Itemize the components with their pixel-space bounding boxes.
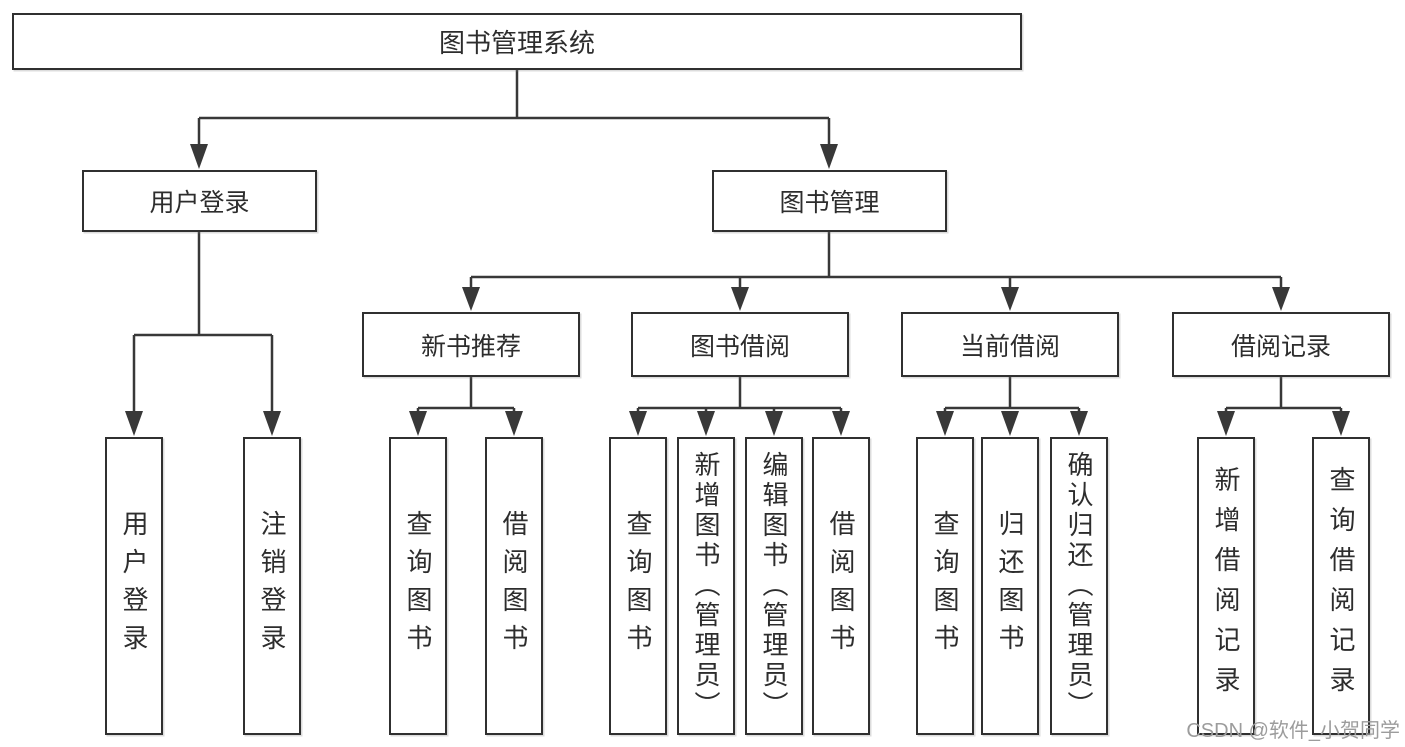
- leaf-label: 用户登录: [119, 510, 149, 662]
- arrow-down-icon: [505, 411, 523, 436]
- leaf-label: 查询图书: [403, 510, 433, 662]
- arrow-down-icon: [765, 411, 783, 436]
- connector-book-management-branch: [462, 232, 1290, 311]
- arrow-down-icon: [409, 411, 427, 436]
- arrow-down-icon: [1001, 411, 1019, 436]
- leaf-label: 查询借阅记录: [1326, 466, 1356, 706]
- node-user-login: 用户登录: [82, 170, 317, 232]
- connector-borrow-records-branch: [1217, 377, 1350, 436]
- leaf-user-login: 用户登录: [105, 437, 163, 735]
- arrow-down-icon: [820, 144, 838, 169]
- node-book-management: 图书管理: [712, 170, 947, 232]
- arrow-down-icon: [462, 287, 480, 311]
- arrow-down-icon: [1272, 287, 1290, 311]
- connector-current-borrow-branch: [936, 377, 1088, 436]
- leaf-label: 归还图书: [995, 510, 1025, 662]
- leaf-confirm-return-admin: 确认归还（管理员）: [1050, 437, 1108, 735]
- leaf-label: 编辑图书（管理员）: [759, 451, 789, 721]
- arrow-down-icon: [629, 411, 647, 436]
- connector-book-borrow-branch: [629, 377, 850, 436]
- node-current-borrow: 当前借阅: [901, 312, 1119, 377]
- arrow-down-icon: [731, 287, 749, 311]
- arrow-down-icon: [190, 144, 208, 169]
- leaf-query-books-borrow: 查询图书: [609, 437, 667, 735]
- leaf-label: 新增借阅记录: [1211, 466, 1241, 706]
- connector-user-login-branch: [125, 232, 281, 436]
- node-book-borrow: 图书借阅: [631, 312, 849, 377]
- leaf-query-borrow-record: 查询借阅记录: [1312, 437, 1370, 735]
- leaf-label: 查询图书: [623, 510, 653, 662]
- leaf-label: 借阅图书: [826, 510, 856, 662]
- connector-root-to-level2: [190, 70, 838, 169]
- leaf-query-books-current: 查询图书: [916, 437, 974, 735]
- node-new-book-recommend: 新书推荐: [362, 312, 580, 377]
- connector-new-book-recommend-branch: [409, 377, 523, 436]
- arrow-down-icon: [936, 411, 954, 436]
- arrow-down-icon: [125, 411, 143, 436]
- leaf-return-books: 归还图书: [981, 437, 1039, 735]
- leaf-query-books-recommend: 查询图书: [389, 437, 447, 735]
- arrow-down-icon: [1001, 287, 1019, 311]
- leaf-add-borrow-record: 新增借阅记录: [1197, 437, 1255, 735]
- arrow-down-icon: [1070, 411, 1088, 436]
- arrow-down-icon: [1332, 411, 1350, 436]
- leaf-edit-books-admin: 编辑图书（管理员）: [745, 437, 803, 735]
- leaf-label: 借阅图书: [499, 510, 529, 662]
- leaf-borrow-books: 借阅图书: [812, 437, 870, 735]
- leaf-label: 新增图书（管理员）: [691, 451, 721, 721]
- leaf-label: 确认归还（管理员）: [1064, 451, 1094, 721]
- leaf-label: 查询图书: [930, 510, 960, 662]
- node-borrow-records: 借阅记录: [1172, 312, 1390, 377]
- leaf-label: 注销登录: [257, 510, 287, 662]
- arrow-down-icon: [263, 411, 281, 436]
- leaf-borrow-books-recommend: 借阅图书: [485, 437, 543, 735]
- csdn-watermark: CSDN @软件_小贺同学: [1186, 720, 1400, 742]
- arrow-down-icon: [1217, 411, 1235, 436]
- node-library-management-system: 图书管理系统: [12, 13, 1022, 70]
- arrow-down-icon: [697, 411, 715, 436]
- arrow-down-icon: [832, 411, 850, 436]
- leaf-add-books-admin: 新增图书（管理员）: [677, 437, 735, 735]
- leaf-logout: 注销登录: [243, 437, 301, 735]
